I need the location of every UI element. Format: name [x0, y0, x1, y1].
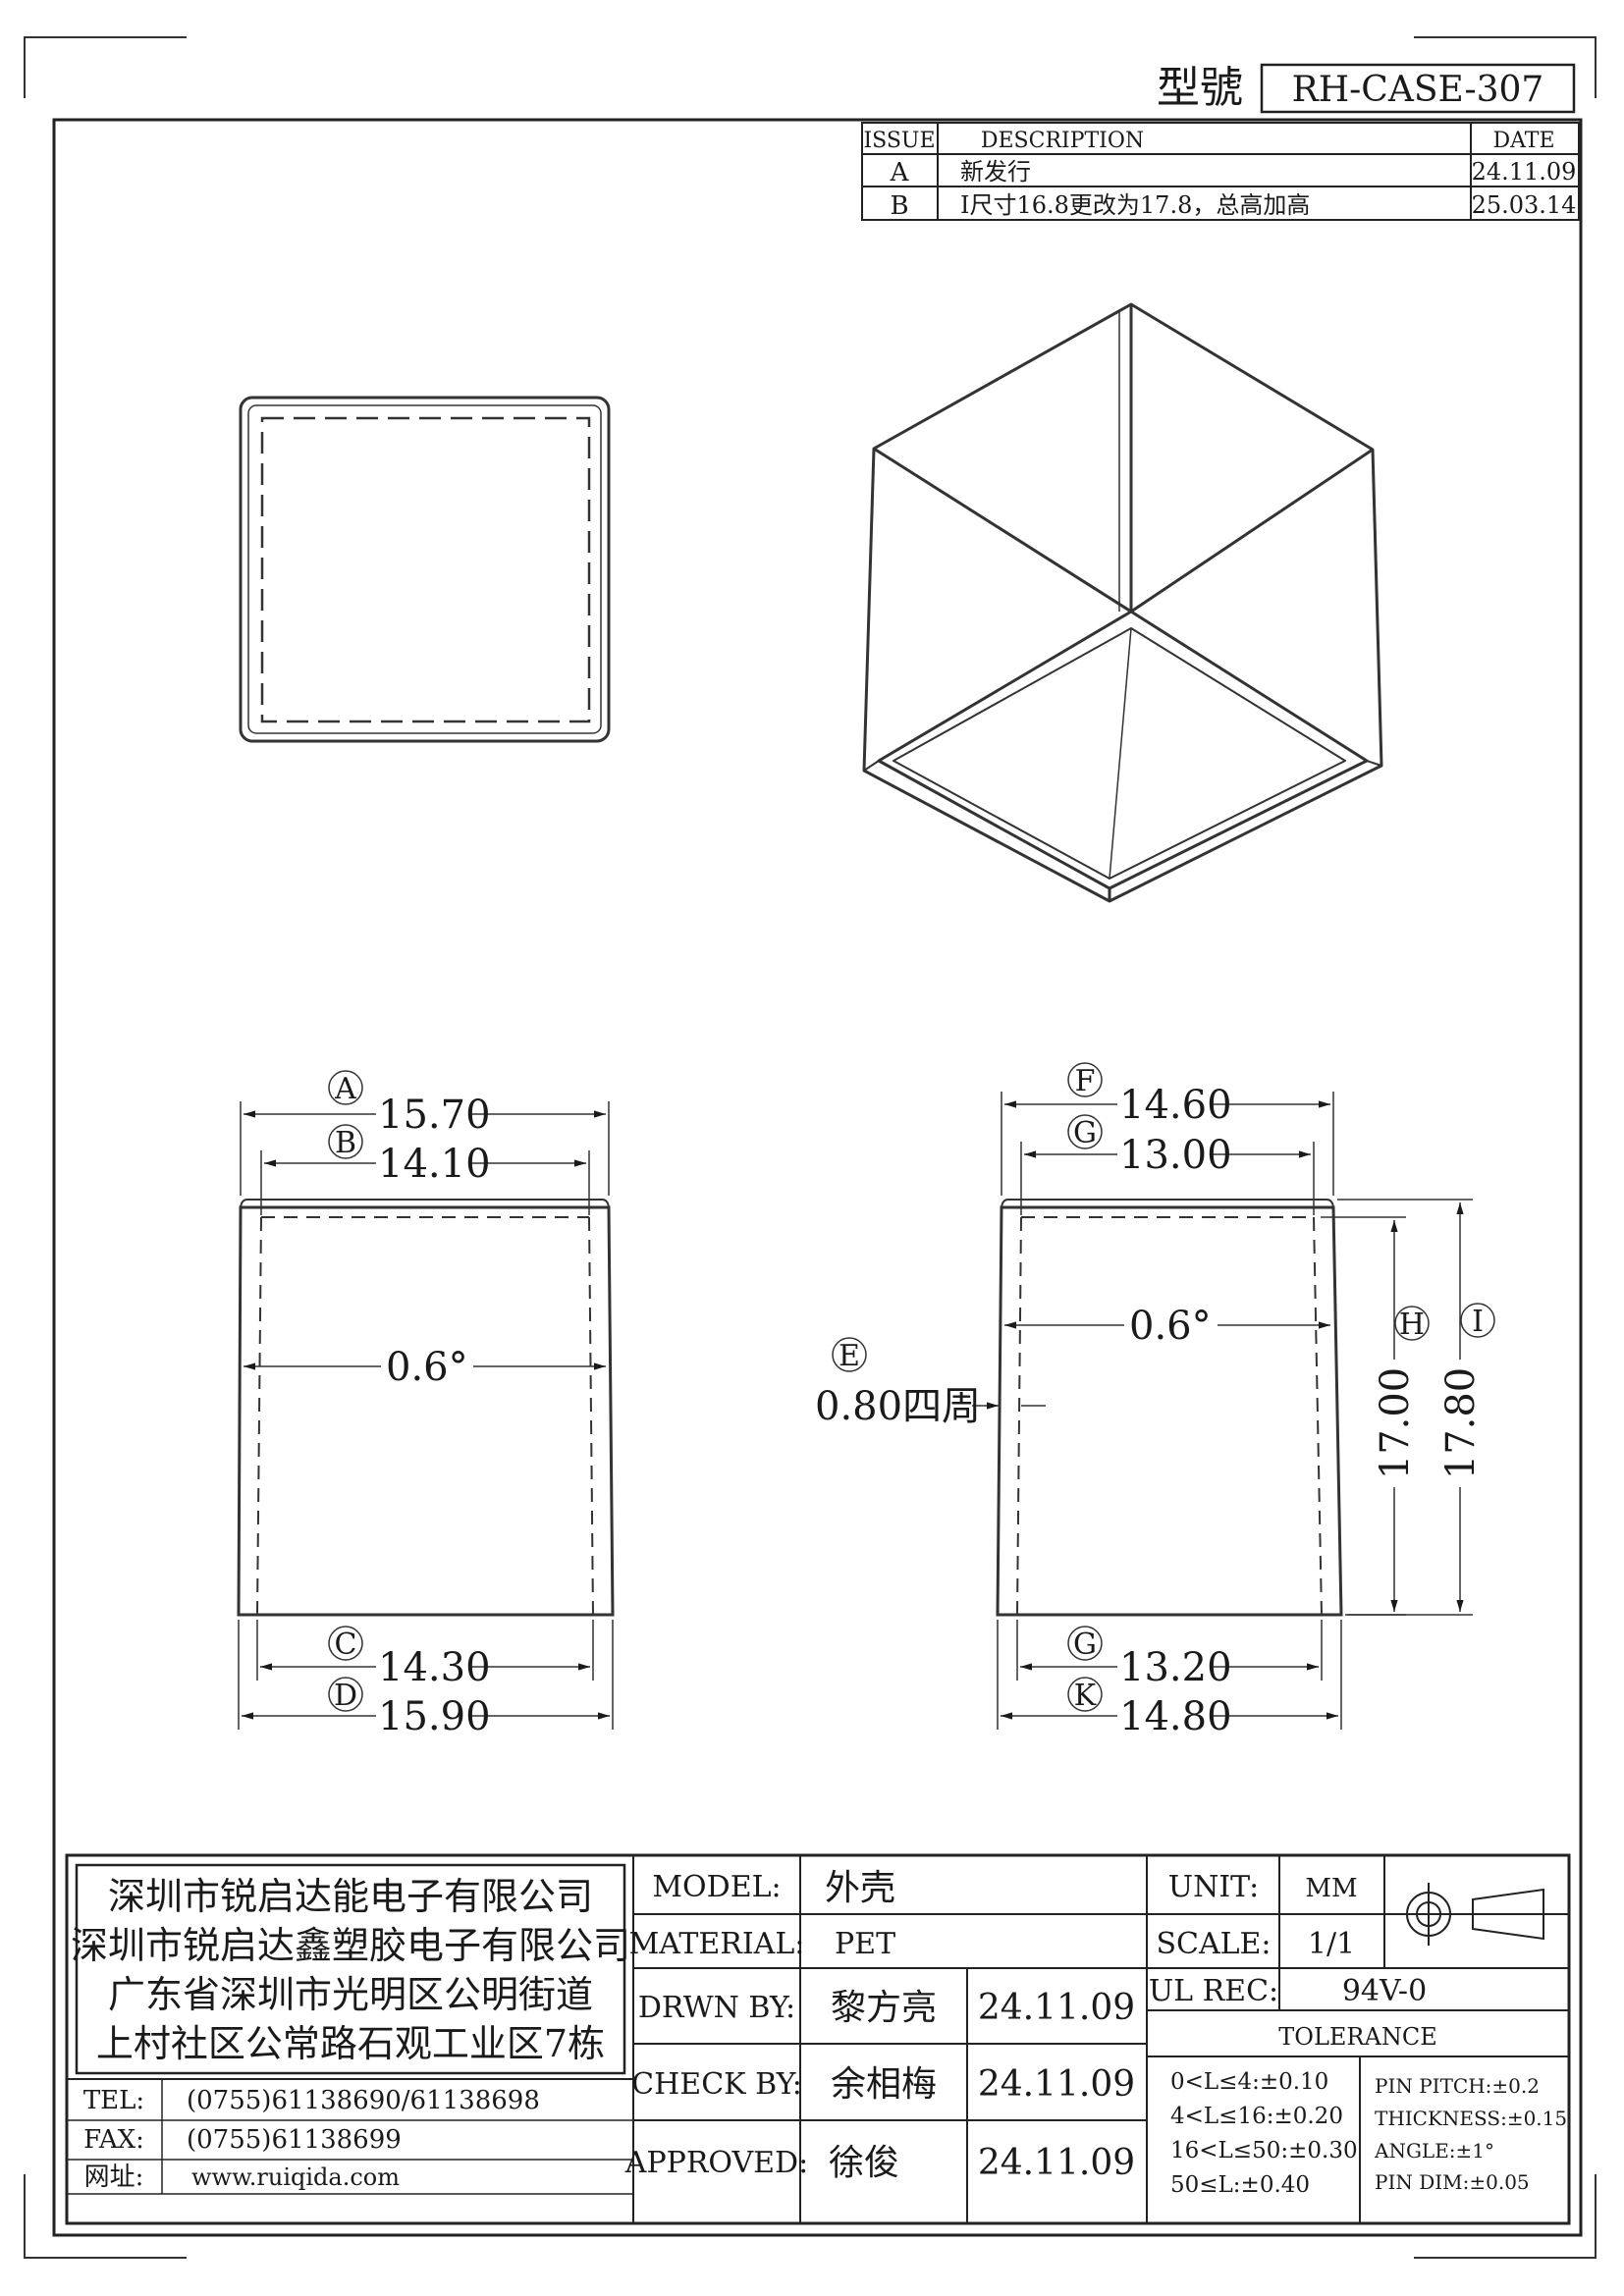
- approved-label: APPROVED:: [624, 2146, 808, 2180]
- approved-by-value: 徐俊: [829, 2143, 899, 2183]
- model-code-box: [1260, 63, 1576, 114]
- drawing-border: [52, 118, 1583, 2237]
- fax-label: FAX:: [83, 2125, 144, 2155]
- top-view: [239, 396, 611, 743]
- dim-f-value: 14.60: [1119, 1083, 1232, 1128]
- dim-e-value: 0.80四周: [815, 1384, 981, 1429]
- revision-issue-a: A: [890, 158, 910, 187]
- front-view-left: [237, 1199, 615, 1617]
- model-value: 外壳: [825, 1868, 895, 1908]
- title-block: [65, 1853, 1571, 2225]
- company-address-1: 广东省深圳市光明区公明街道: [108, 1973, 593, 2016]
- dim-h-value: 17.00: [1373, 1367, 1418, 1480]
- dim-g-bottom-value: 13.20: [1119, 1645, 1232, 1690]
- dim-i-value: 17.80: [1438, 1367, 1484, 1480]
- marker-f: F: [1075, 1064, 1096, 1098]
- tolerance-label: TOLERANCE: [1278, 2023, 1436, 2051]
- isometric-view: [862, 302, 1383, 903]
- model-code: RH-CASE-307: [1292, 70, 1544, 110]
- revision-header-date: DATE: [1492, 129, 1554, 153]
- corner-marks: [24, 36, 1597, 2259]
- tolerance-3: 16<L≤50:±0.30: [1170, 2138, 1358, 2163]
- drawn-date: 24.11.09: [978, 1988, 1135, 2028]
- dim-a-value: 15.70: [378, 1093, 491, 1138]
- ul-rec-value: 94V-0: [1342, 1974, 1427, 2008]
- side-view-right-dimensions: [972, 1092, 1473, 1730]
- side-view-right: [996, 1199, 1343, 1617]
- revision-description-b: I尺寸16.8更改为17.8，总高加高: [960, 191, 1310, 219]
- marker-c: C: [335, 1628, 357, 1662]
- model-code-label: 型號: [1157, 63, 1243, 113]
- revision-header-description: DESCRIPTION: [981, 129, 1144, 153]
- tel-label: TEL:: [83, 2086, 144, 2115]
- drawn-by-value: 黎方亮: [831, 1988, 937, 2028]
- draft-angle-left: 0.6°: [386, 1345, 468, 1390]
- dim-c-value: 14.30: [378, 1645, 491, 1690]
- check-date: 24.11.09: [978, 2064, 1135, 2105]
- unit-value: MM: [1305, 1874, 1357, 1903]
- company-name-2: 深圳市锐启达鑫塑胶电子有限公司: [71, 1924, 630, 1967]
- scale-label: SCALE:: [1156, 1927, 1271, 1961]
- ul-rec-label: UL REC:: [1149, 1974, 1278, 2008]
- projection-symbol-icon: [1397, 1883, 1544, 1946]
- scale-value: 1/1: [1308, 1927, 1355, 1961]
- marker-h: H: [1399, 1308, 1425, 1342]
- model-label: MODEL:: [652, 1870, 781, 1904]
- pin-dim-tolerance: PIN DIM:±0.05: [1375, 2170, 1530, 2194]
- approved-date: 24.11.09: [978, 2143, 1135, 2183]
- revision-date-b: 25.03.14: [1472, 191, 1577, 219]
- tolerance-2: 4<L≤16:±0.20: [1170, 2104, 1343, 2129]
- marker-g-bottom: G: [1073, 1628, 1097, 1662]
- revision-issue-b: B: [890, 191, 908, 221]
- pin-pitch-tolerance: PIN PITCH:±0.2: [1375, 2074, 1540, 2098]
- dimension-markers-left: [328, 1070, 363, 1712]
- dimension-markers-right: [832, 1062, 1495, 1712]
- website-label: 网址:: [84, 2163, 144, 2192]
- check-by-value: 余相梅: [831, 2064, 937, 2105]
- fax-value: (0755)61138699: [187, 2125, 402, 2155]
- unit-label: UNIT:: [1168, 1870, 1259, 1904]
- revision-table: [861, 122, 1580, 221]
- tel-value: (0755)61138690/61138698: [187, 2086, 540, 2115]
- tolerance-4: 50≤L:±0.40: [1170, 2172, 1310, 2198]
- marker-a: A: [334, 1072, 356, 1106]
- tolerance-1: 0<L≤4:±0.10: [1170, 2069, 1328, 2095]
- company-address-2: 上村社区公常路石观工业区7栋: [96, 2022, 605, 2065]
- company-name-1: 深圳市锐启达能电子有限公司: [108, 1875, 593, 1918]
- draft-angle-right: 0.6°: [1129, 1304, 1212, 1349]
- check-by-label: CHECK BY:: [631, 2067, 802, 2102]
- website-value: www.ruiqida.com: [191, 2163, 400, 2191]
- drawn-by-label: DRWN BY:: [638, 1991, 795, 2025]
- revision-header-issue: ISSUE: [863, 129, 935, 153]
- revision-date-a: 24.11.09: [1472, 158, 1577, 186]
- marker-g-top: G: [1073, 1116, 1097, 1150]
- marker-i: I: [1472, 1305, 1484, 1339]
- thickness-tolerance: THICKNESS:±0.15: [1375, 2107, 1567, 2130]
- dim-d-value: 15.90: [378, 1694, 491, 1739]
- marker-e: E: [839, 1339, 860, 1373]
- marker-k: K: [1074, 1679, 1097, 1713]
- marker-d: D: [334, 1679, 357, 1713]
- material-value: PET: [835, 1927, 895, 1961]
- dim-b-value: 14.10: [378, 1142, 491, 1187]
- dim-g-top-value: 13.00: [1119, 1133, 1232, 1178]
- material-label: MATERIAL:: [629, 1927, 805, 1961]
- front-view-left-dimensions: [238, 1101, 614, 1730]
- dim-k-value: 14.80: [1119, 1694, 1232, 1739]
- marker-b: B: [335, 1126, 356, 1160]
- angle-tolerance: ANGLE:±1°: [1374, 2139, 1494, 2163]
- revision-description-a: 新发行: [960, 158, 1031, 186]
